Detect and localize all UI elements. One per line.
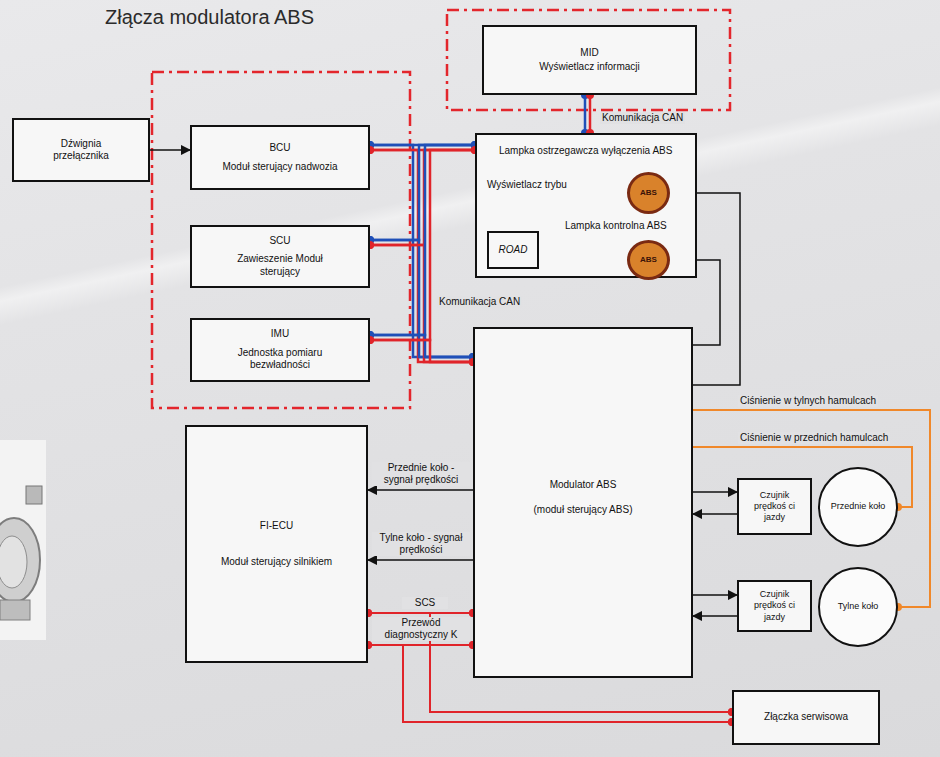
- node-text: BCU: [269, 142, 290, 155]
- node-text: Przednie koło: [831, 501, 886, 512]
- sensor-box: Czujnik prędkoś ci jazdy: [737, 580, 812, 632]
- node-text: Wyświetlacz trybu: [487, 179, 567, 192]
- bus-label: Komunikacja CAN: [600, 112, 685, 124]
- connector-line: [693, 410, 930, 607]
- connector: [366, 141, 477, 366]
- edge-label: Przewód diagnostyczny K: [372, 617, 470, 641]
- connector: [693, 492, 737, 493]
- unit-face: [0, 536, 27, 588]
- connector: [581, 91, 594, 137]
- node-text: Jednostka pomiaru bezwładności: [215, 347, 345, 372]
- connector-line: [693, 491, 737, 493]
- connector: [693, 616, 737, 617]
- instrument-panel: Lampka ostrzegawcza wyłączenia ABS Wyświe…: [475, 133, 697, 278]
- group-outline: [152, 72, 410, 408]
- node-text: IMU: [271, 328, 289, 341]
- module-box: BCU Moduł sterujący nadwozia: [190, 125, 370, 190]
- connector-line: [370, 340, 473, 362]
- sensor-box: Czujnik prędkoś ci jazdy: [737, 478, 812, 535]
- connector-line: [370, 150, 475, 245]
- connector-line: [370, 145, 475, 240]
- edge-label: Ciśnienie w tylnych hamulcach: [738, 395, 878, 407]
- indicator-lamp: ABS: [627, 240, 670, 280]
- connector-line: [150, 149, 190, 151]
- wheel-circle: Tylne koło: [818, 567, 898, 647]
- connector: [368, 560, 473, 561]
- connector: [366, 141, 479, 249]
- abs-modulator-box: Modulator ABS (moduł sterujący ABS): [473, 327, 693, 678]
- connector-line: [370, 150, 473, 362]
- connector: [366, 141, 479, 344]
- warning-lamp: ABS: [627, 172, 670, 214]
- connector-line: [693, 594, 737, 596]
- input-box: Dźwignia przełącznika: [12, 118, 150, 182]
- connector: [693, 595, 737, 596]
- connector-line: [584, 95, 587, 133]
- connector: [368, 490, 473, 491]
- node-text: Moduł sterujący silnikiem: [221, 556, 332, 569]
- node-text: Wyświetlacz informacji: [539, 61, 639, 74]
- node-text: Czujnik prędkoś ci jazdy: [744, 490, 806, 524]
- bus-label: Komunikacja CAN: [437, 296, 522, 308]
- node-text: Dźwignia przełącznika: [41, 138, 121, 163]
- node-text: Modulator ABS: [550, 479, 617, 492]
- diagram-title: Złącza modulatora ABS: [105, 6, 314, 29]
- connector-line: [370, 150, 475, 340]
- group-outline: [447, 10, 730, 110]
- edge-label: SCS: [402, 597, 448, 609]
- unit-part: [26, 486, 42, 504]
- connector-line: [589, 95, 592, 133]
- node-text: MID: [580, 47, 598, 60]
- connector-line: [693, 615, 737, 617]
- module-box: SCU Zawieszenie Moduł sterujący: [190, 225, 370, 288]
- connector-line: [368, 489, 473, 491]
- edge-label: Przednie koło - sygnał prędkości: [372, 462, 470, 486]
- node-text: Lampka kontrolna ABS: [565, 220, 667, 233]
- node-text: Tylne koło: [838, 601, 879, 612]
- node-text: SCU: [269, 235, 290, 248]
- node-text: Zawieszenie Moduł sterujący: [235, 253, 325, 278]
- edge-label: Tylne koło - sygnał prędkości: [372, 532, 470, 556]
- ecu-box: FI-ECU Moduł sterujący silnikiem: [185, 425, 368, 663]
- unit-part: [0, 600, 30, 620]
- node-text: Złączka serwisowa: [764, 711, 848, 724]
- connector-line: [370, 335, 473, 357]
- edge-label: Ciśnienie w przednich hamulcach: [738, 432, 890, 444]
- node-text: Czujnik prędkoś ci jazdy: [744, 589, 806, 623]
- unit-body: [0, 518, 40, 602]
- node-text: ROAD: [499, 244, 528, 257]
- connector: [150, 150, 190, 151]
- connector-line: [693, 513, 737, 515]
- node-text: Lampka ostrzegawcza wyłączenia ABS: [499, 145, 672, 158]
- wheel-circle: Przednie koło: [818, 467, 898, 547]
- display-box: MIDWyświetlacz informacji: [482, 25, 697, 95]
- module-box: IMU Jednostka pomiaru bezwładności: [190, 318, 370, 382]
- node-text: FI-ECU: [260, 520, 293, 533]
- node-text: Moduł sterujący nadwozia: [222, 161, 337, 174]
- connector: [693, 514, 737, 515]
- connector-box: Złączka serwisowa: [732, 690, 880, 745]
- node-text: ABS: [640, 188, 657, 198]
- connector-line: [368, 559, 473, 561]
- node-text: (moduł sterujący ABS): [534, 504, 633, 517]
- node-text: ABS: [640, 255, 657, 265]
- connector-line: [370, 145, 473, 357]
- abs-unit-illustration: [0, 440, 46, 640]
- mode-display: ROAD: [487, 231, 539, 269]
- connector: [366, 141, 479, 154]
- connector: [366, 331, 477, 366]
